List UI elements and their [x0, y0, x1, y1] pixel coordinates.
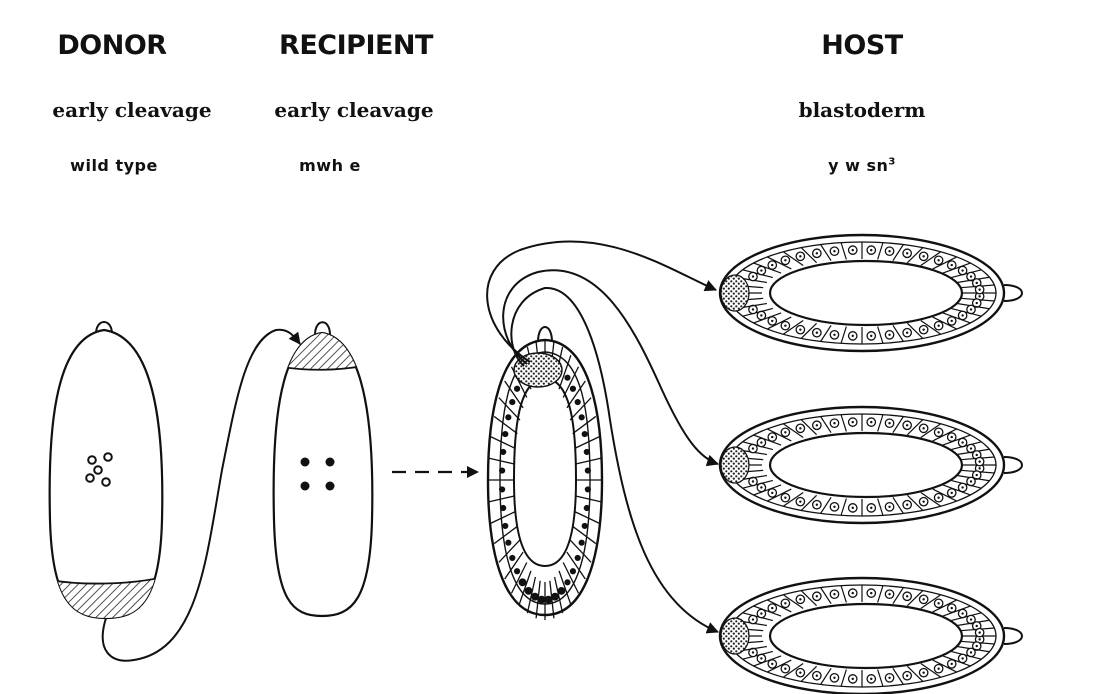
middle-cell-nucleus [510, 399, 515, 404]
donor-embryo [40, 322, 175, 640]
middle-cell-nucleus [552, 593, 559, 600]
middle-cell-nucleus [575, 555, 580, 560]
middle-cell-nucleus [565, 375, 570, 380]
middle-cell-nucleus [579, 540, 584, 545]
middle-cell-nucleus [558, 587, 565, 594]
donor-pole-plasm [40, 574, 175, 640]
middle-cell-nucleus [582, 523, 587, 528]
host-embryo-2 [720, 407, 1022, 523]
recipient-embryo [268, 320, 380, 616]
middle-cell-nucleus [579, 415, 584, 420]
transplant-arrow-host-1 [487, 241, 716, 362]
middle-cell-nucleus [585, 468, 590, 473]
middle-cell-nucleus [584, 505, 589, 510]
middle-cell-nucleus [500, 468, 505, 473]
middle-cell-nucleus [565, 580, 570, 585]
middle-cell-nucleus [501, 505, 506, 510]
middle-cell-nucleus [545, 596, 552, 603]
middle-cell-nucleus [584, 449, 589, 454]
middle-blastoderm-embryo [488, 327, 602, 620]
middle-cell-nucleus [501, 449, 506, 454]
middle-cell-nucleus [503, 431, 508, 436]
middle-cell-nucleus [532, 593, 539, 600]
host-pole-cells [721, 447, 749, 483]
middle-cell-nucleus [575, 399, 580, 404]
middle-cell-nucleus [510, 555, 515, 560]
middle-cell-nucleus [514, 386, 519, 391]
middle-cell-nucleus [538, 596, 545, 603]
middle-cell-nucleus [503, 523, 508, 528]
host-pole-cells [721, 275, 749, 311]
middle-cell-nucleus [525, 587, 532, 594]
middle-cell-nucleus [519, 579, 526, 586]
host-embryo-1 [720, 235, 1022, 351]
middle-cell-nucleus [570, 569, 575, 574]
middle-cell-nucleus [585, 487, 590, 492]
middle-cell-nucleus [506, 540, 511, 545]
middle-cell-nucleus [582, 431, 587, 436]
middle-cell-nucleus [506, 415, 511, 420]
host-embryo-3 [720, 578, 1022, 694]
host-pole-cells [721, 618, 749, 654]
middle-cell-nucleus [514, 569, 519, 574]
middle-cell-nucleus [570, 386, 575, 391]
middle-cell-nucleus [500, 487, 505, 492]
